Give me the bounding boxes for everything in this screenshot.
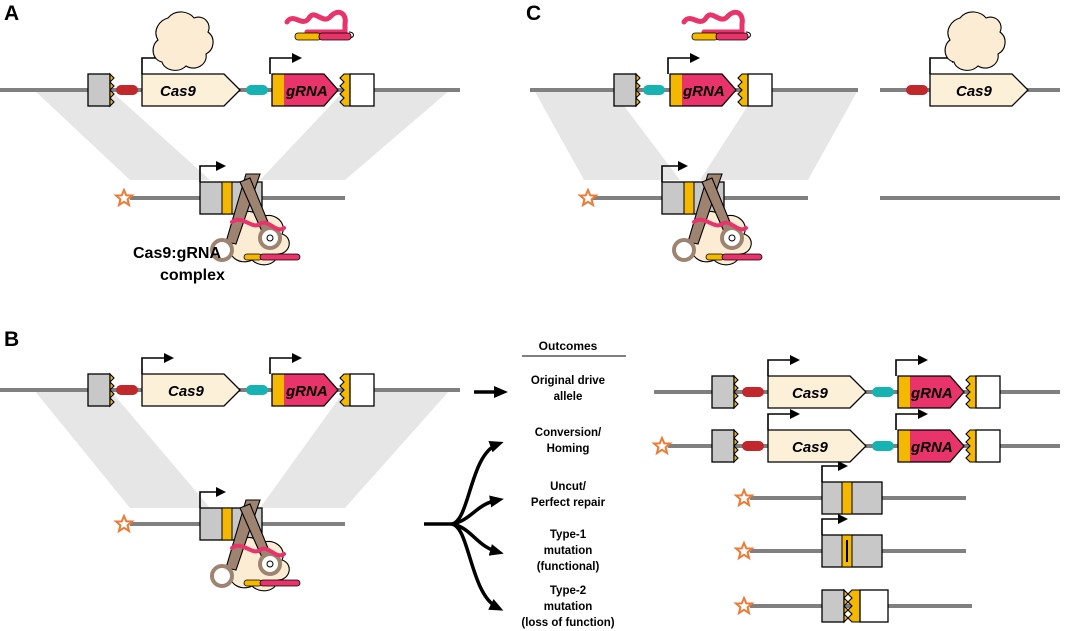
- outcome-original-line1: Original drive: [531, 375, 605, 387]
- homology-shade-left: [34, 90, 210, 180]
- cas9-label-c: Cas9: [956, 83, 993, 100]
- grna-label-b: gRNA: [285, 383, 328, 400]
- grna-tss-arrow-b: [270, 358, 298, 374]
- outcome-type2-line3: (loss of function): [521, 617, 614, 629]
- marker-star-icon: [115, 189, 133, 206]
- left-homology-arm-c: [613, 73, 641, 107]
- right-homology-arm: [339, 73, 375, 107]
- left-homology-arm-b: [87, 373, 115, 407]
- outcome-type1: Type-1 mutation (functional): [537, 529, 600, 573]
- panel-b-label: B: [4, 328, 19, 351]
- grna-tss-arrow-c: [668, 58, 696, 74]
- panel-c-label: C: [526, 2, 541, 25]
- marker-star-icon-type1: [735, 542, 753, 559]
- target-cutsite-c: [683, 181, 695, 215]
- grna-tss-arrow: [270, 58, 298, 74]
- allele-original: Cas9 gRNA: [654, 360, 1060, 409]
- allele-conversion: Cas9 gRNA: [653, 414, 1060, 463]
- allele-type1: [735, 514, 966, 568]
- grna-promoter-c: [643, 85, 665, 95]
- cas9-tss-arrow-b: [142, 358, 170, 374]
- panel-b: B Cas9 gRNA Outcomes: [0, 328, 1060, 629]
- allele-conversion-grna-label: gRNA: [910, 439, 953, 456]
- target-cutsite: [221, 181, 233, 215]
- outcome-type1-line3: (functional): [537, 561, 600, 573]
- panel-a-label: A: [4, 2, 19, 25]
- outcome-uncut-line2: Perfect repair: [531, 497, 606, 509]
- marker-star-icon-c: [579, 189, 597, 206]
- allele-uncut: [735, 461, 966, 515]
- homology-shade-right-b: [260, 390, 450, 508]
- target-tss-arrow: [199, 161, 226, 182]
- marker-star-icon-type2: [735, 597, 753, 614]
- outcomes-header: Outcomes: [539, 339, 598, 353]
- grna-promoter-b: [246, 385, 268, 395]
- branching-arrows: [424, 441, 504, 611]
- cas9-label-b: Cas9: [168, 383, 205, 400]
- outcome-type1-line1: Type-1: [550, 529, 587, 541]
- outcome-original: Original drive allele: [531, 375, 605, 403]
- outcome-type1-line2: mutation: [544, 545, 593, 557]
- cas9-promoter: [116, 85, 138, 95]
- allele-original-cas9-label: Cas9: [792, 385, 829, 402]
- target-tss-arrow-b: [199, 487, 226, 508]
- outcome-type2-line1: Type-2: [550, 585, 586, 597]
- cas9-promoter-c: [906, 85, 928, 95]
- outcome-original-line2: allele: [554, 391, 583, 403]
- grna-strand-icon: [287, 12, 354, 40]
- homology-shade-right-c: [700, 90, 858, 180]
- panel-a: A Cas9 gRNA Cas9:gRNA complex: [0, 2, 460, 284]
- outcome-conversion: Conversion/ Homing: [535, 427, 602, 455]
- allele-conversion-cas9-label: Cas9: [792, 439, 829, 456]
- allele-original-grna-label: gRNA: [910, 385, 953, 402]
- outcome-conversion-line2: Homing: [547, 443, 590, 455]
- complex-label-line2: complex: [160, 267, 225, 284]
- cas9-protein-icon-c: [944, 11, 1006, 71]
- grna-strand-icon-c: [684, 12, 751, 40]
- allele-type2: [735, 589, 972, 623]
- right-homology-arm-b: [339, 373, 375, 407]
- cas9-promoter-b: [116, 385, 138, 395]
- cas9-protein-icon: [152, 11, 214, 71]
- outcome-uncut: Uncut/ Perfect repair: [531, 481, 606, 509]
- outcome-conversion-line1: Conversion/: [535, 427, 602, 439]
- outcome-type2-line2: mutation: [544, 601, 593, 613]
- homology-shade-right: [260, 90, 450, 180]
- grna-label-c: gRNA: [682, 83, 725, 100]
- outcome-uncut-line1: Uncut/: [550, 481, 587, 493]
- grna-label: gRNA: [285, 83, 328, 100]
- left-homology-arm: [87, 73, 115, 107]
- complex-label-line1: Cas9:gRNA: [133, 245, 221, 262]
- outcome-type2: Type-2 mutation (loss of function): [521, 585, 614, 629]
- right-homology-arm-c: [737, 73, 773, 107]
- target-cutsite-b: [221, 507, 233, 541]
- target-tss-arrow-c: [661, 161, 688, 182]
- marker-star-icon-uncut: [735, 489, 753, 506]
- grna-promoter: [246, 85, 268, 95]
- panel-c: C gRNA Cas9: [526, 2, 1060, 267]
- marker-star-icon-b: [115, 515, 133, 532]
- cas9-label: Cas9: [160, 83, 197, 100]
- homology-shade-left-c: [534, 90, 680, 180]
- homology-shade-left-b: [34, 390, 210, 508]
- marker-star-icon-conversion: [653, 437, 671, 454]
